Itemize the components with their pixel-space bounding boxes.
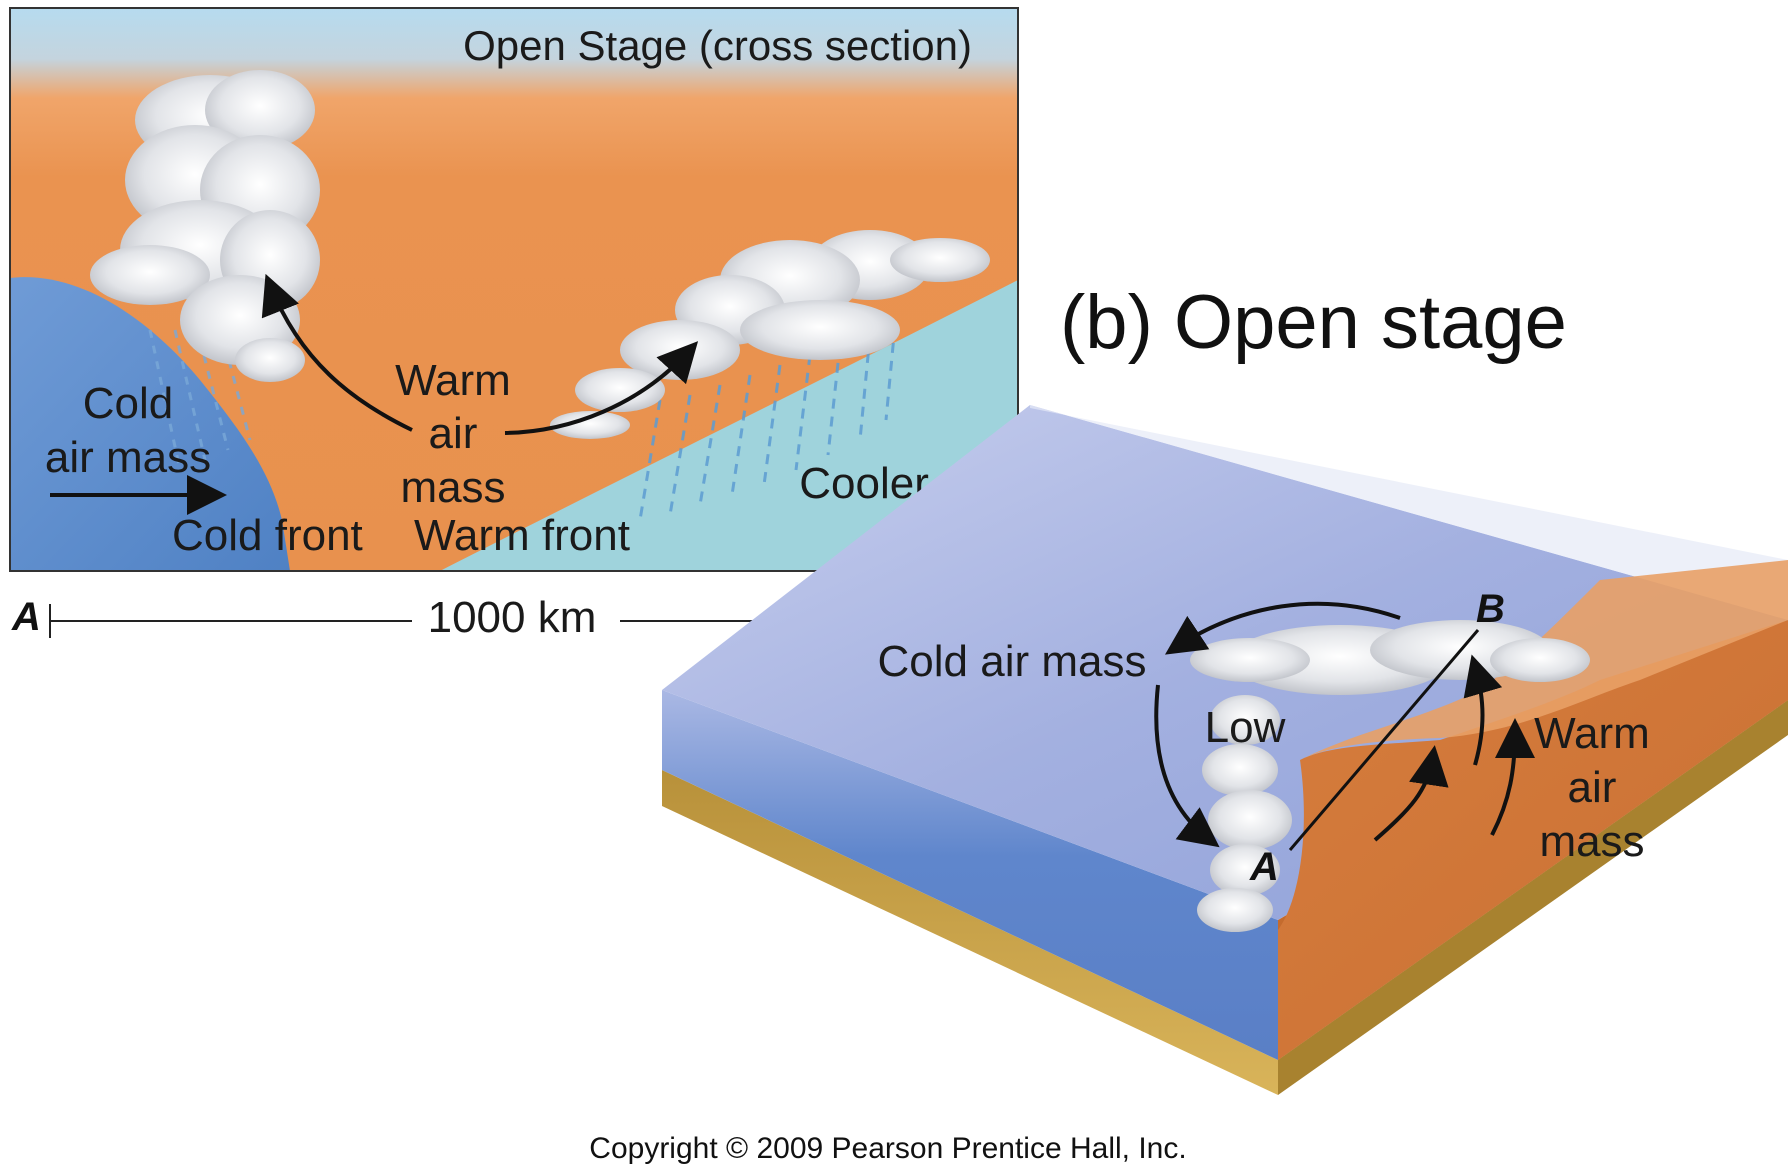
cold-air-mass-label-line1: Cold xyxy=(83,379,174,428)
block-warm-air-mass-line1: Warm xyxy=(1534,709,1650,758)
block-upper-air xyxy=(1030,405,1788,620)
counterclockwise-arrow-top xyxy=(1164,601,1401,655)
warm-flow-arrow-3 xyxy=(1490,718,1535,836)
block-diagram: Cold air mass Low Warm air mass A B xyxy=(662,405,1788,1095)
cold-air-mass-label-line2: air mass xyxy=(45,433,211,482)
warm-flow-arrow-1 xyxy=(1373,745,1449,842)
warm-air-mass-label-line3: mass xyxy=(400,463,505,512)
warm-air-mass-label-line1: Warm xyxy=(395,356,511,405)
scale-point-a: A xyxy=(11,595,41,639)
cold-front-label: Cold front xyxy=(172,511,363,560)
warm-air-mass-label-line2: air xyxy=(429,409,478,458)
warm-front-cloud xyxy=(550,230,990,439)
cross-section-panel: Open Stage (cross section) Cold air mass… xyxy=(9,7,1019,572)
block-front-face xyxy=(662,690,1278,1060)
cross-section-title: Open Stage (cross section) xyxy=(463,22,972,69)
block-warm-air-mass-line3: mass xyxy=(1539,817,1644,866)
warm-air-rising-arrow-left xyxy=(261,273,413,432)
block-cloud-band xyxy=(1190,620,1590,932)
block-low-label: Low xyxy=(1205,703,1286,752)
ground-front-face xyxy=(662,770,1278,1095)
block-cold-air-mass-label: Cold air mass xyxy=(878,637,1147,686)
warm-air-sector xyxy=(1278,620,1788,1060)
cross-section-border xyxy=(9,7,1019,572)
copyright-text: Copyright © 2009 Pearson Prentice Hall, … xyxy=(589,1132,1186,1165)
warm-front-label: Warm front xyxy=(414,511,630,560)
counterclockwise-arrow-left xyxy=(1154,684,1220,848)
block-point-a: A xyxy=(1249,845,1279,889)
cooler-air-wedge xyxy=(440,280,1018,571)
block-point-b: B xyxy=(1476,587,1505,631)
block-view-title: (b) Open stage xyxy=(1060,280,1567,365)
warm-air-rising-arrow-right xyxy=(504,341,699,435)
scale-distance-label: 1000 km xyxy=(428,593,597,642)
warm-flow-arrow-2 xyxy=(1463,654,1503,766)
ground-right-face xyxy=(1278,700,1788,1095)
warm-front-rain xyxy=(638,324,897,521)
section-line-ab xyxy=(1288,629,1480,851)
block-warm-air-mass-line2: air xyxy=(1568,763,1617,812)
